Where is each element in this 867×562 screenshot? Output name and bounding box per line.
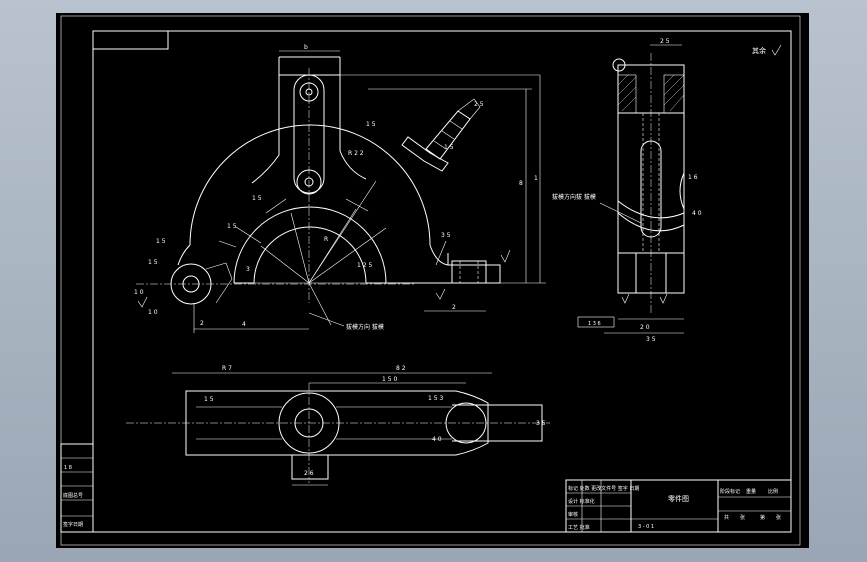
screw-detail: 1 5 1 5 2 5 (366, 98, 484, 172)
draft-note-side: 拔模方向拔 拔模 (552, 193, 596, 201)
drawing-number: 3 - 0 1 (638, 524, 654, 530)
svg-text:2 5: 2 5 (660, 38, 670, 45)
svg-text:1 5: 1 5 (366, 121, 376, 128)
svg-text:标记 处数 更改文件号 签字 日期: 标记 处数 更改文件号 签字 日期 (568, 485, 639, 492)
svg-text:1: 1 (534, 175, 538, 182)
svg-text:2 6: 2 6 (304, 470, 314, 477)
draft-note-bottom: 拔模方向 拔模 (346, 323, 384, 331)
title-block: 零件图 3 - 0 1 标记 处数 更改文件号 签字 日期 设计 标准化 审核 … (565, 479, 792, 533)
svg-text:4 0: 4 0 (432, 436, 442, 443)
svg-text:1 5: 1 5 (444, 144, 454, 151)
svg-text:2 5: 2 5 (474, 101, 484, 108)
svg-text:R: R (324, 236, 328, 243)
svg-text:3 5: 3 5 (441, 232, 451, 239)
svg-text:重量: 重量 (746, 488, 756, 495)
svg-text:1 6: 1 6 (688, 174, 698, 181)
svg-text:4 0: 4 0 (692, 210, 702, 217)
svg-text:1 5: 1 5 (227, 223, 237, 230)
svg-text:1 8: 1 8 (64, 465, 72, 471)
svg-text:3 5: 3 5 (646, 336, 656, 343)
svg-text:R 2 2: R 2 2 (348, 150, 364, 157)
svg-text:1 0: 1 0 (148, 309, 158, 316)
side-view: 2 0 3 5 2 5 1 6 4 0 拔模方向拔 拔模 1 3 6 (552, 38, 702, 343)
svg-text:1 5: 1 5 (252, 195, 262, 202)
svg-text:1 3 6: 1 3 6 (588, 321, 601, 327)
svg-text:工艺 批准: 工艺 批准 (568, 524, 590, 531)
svg-text:2: 2 (452, 304, 456, 311)
svg-text:1 5: 1 5 (204, 396, 214, 403)
left-revision-block: 1 8 底图总号 签字日期 (60, 443, 94, 533)
svg-text:R 7: R 7 (222, 365, 232, 372)
dim-top-width: b (304, 44, 308, 51)
svg-text:签字日期: 签字日期 (63, 521, 83, 528)
svg-text:审核: 审核 (568, 511, 578, 518)
corner-box (92, 30, 169, 50)
feature-control-box (577, 316, 615, 328)
cad-viewport[interactable]: 其余 (56, 13, 809, 548)
svg-text:第: 第 (760, 514, 765, 521)
plan-view: R 7 8 2 1 5 0 1 5 1 5 3 4 0 3 5 2 6 (126, 365, 550, 486)
svg-text:阶段标记: 阶段标记 (720, 488, 740, 495)
svg-text:底图总号: 底图总号 (63, 492, 83, 499)
svg-text:3: 3 (246, 266, 250, 273)
svg-text:3 5: 3 5 (536, 420, 546, 427)
svg-text:1 5: 1 5 (156, 238, 166, 245)
surface-finish-note: 其余 (752, 46, 766, 55)
svg-text:1 5: 1 5 (148, 259, 158, 266)
svg-text:1 5 3: 1 5 3 (428, 395, 443, 402)
svg-text:1 0: 1 0 (134, 289, 144, 296)
front-view: b 8 1 4 2 1 5 1 5 1 0 1 0 R 2 2 1 5 1 2 … (134, 44, 546, 333)
svg-text:2 0: 2 0 (640, 324, 650, 331)
svg-text:张: 张 (740, 514, 745, 521)
sheet-outer-border (60, 15, 801, 546)
svg-text:2: 2 (200, 320, 204, 327)
cad-drawing: 其余 (60, 15, 801, 546)
svg-text:1 2 5: 1 2 5 (357, 262, 372, 269)
svg-text:张: 张 (776, 514, 781, 521)
sheet-inner-border (92, 30, 792, 533)
svg-text:8 2: 8 2 (396, 365, 406, 372)
svg-text:设计 标准化: 设计 标准化 (568, 498, 595, 505)
svg-text:8: 8 (519, 180, 523, 187)
part-name: 零件图 (668, 494, 689, 503)
svg-text:比例: 比例 (768, 488, 778, 495)
svg-text:1 5 0: 1 5 0 (382, 376, 397, 383)
surface-finish-symbol (771, 44, 782, 56)
svg-text:共: 共 (724, 514, 729, 521)
svg-text:4: 4 (242, 321, 246, 328)
